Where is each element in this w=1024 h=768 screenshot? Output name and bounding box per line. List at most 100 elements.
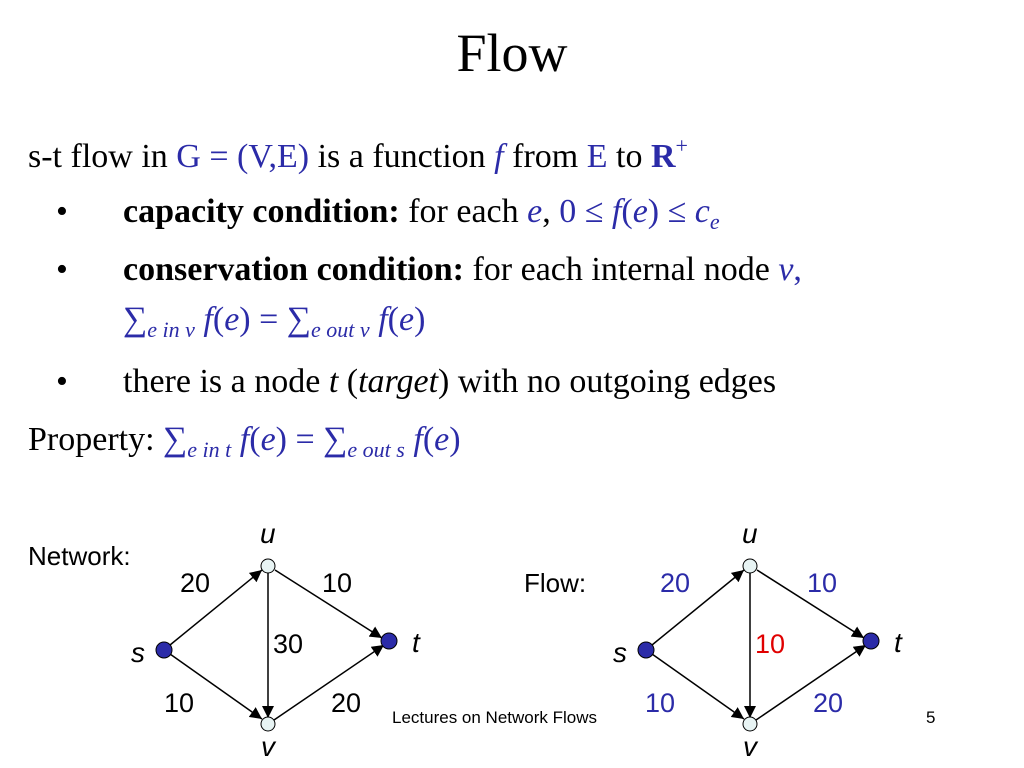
math-text: )	[449, 421, 461, 458]
node-label-v: v	[261, 731, 277, 762]
flow-diagrams: Network: s u v t 20 10 30 10 20 Flow: s …	[28, 518, 903, 762]
node-label-s: s	[613, 637, 627, 668]
bullet-text: there is a node	[123, 363, 329, 400]
edge-s-u	[651, 569, 745, 646]
plus-superscript: +	[675, 133, 688, 158]
node-label-t: t	[412, 627, 421, 658]
flow-s-v: 10	[645, 688, 675, 718]
flow-u-t: 10	[807, 568, 837, 598]
math-var: f	[378, 301, 388, 338]
flow-diagram: Flow: s u v t 20 10 10 10 20	[524, 518, 903, 762]
capacity-s-v: 10	[164, 688, 194, 718]
edge-s-u	[169, 569, 263, 646]
math-text: (	[249, 421, 261, 458]
slide-title: Flow	[456, 23, 568, 83]
node-s	[155, 641, 173, 659]
intro-text: s-t flow in	[28, 138, 177, 175]
flow-u-v: 10	[755, 629, 785, 659]
property-label: Property:	[28, 421, 164, 458]
property-line: Property: ∑e in t f(e) = ∑e out s f(e)	[28, 423, 461, 461]
edge-s-v	[169, 653, 263, 720]
math-text: ) =	[239, 301, 287, 338]
bullet-text: for each internal node	[463, 251, 779, 288]
math-var: e	[632, 193, 648, 230]
edge-s-v	[651, 653, 745, 720]
capacity-s-u: 20	[180, 568, 210, 598]
node-t	[380, 632, 398, 650]
bullet-symbol: •	[56, 251, 68, 288]
sum-symbol: ∑	[286, 301, 312, 338]
flow-s-u: 20	[660, 568, 690, 598]
math-var: f	[203, 301, 213, 338]
math-subscript: e in v	[147, 317, 195, 342]
reals-symbol: R	[650, 138, 676, 175]
math-text: (	[621, 193, 633, 230]
math-subscript: e in t	[187, 437, 232, 462]
node-t	[862, 632, 880, 650]
math-text: ) =	[275, 421, 324, 458]
flow-label: Flow:	[524, 568, 586, 598]
math-text: (	[422, 421, 435, 458]
target-word: target	[358, 363, 439, 400]
bullet-text: ,	[542, 193, 560, 230]
math-var: f	[239, 421, 250, 458]
math-subscript: e	[709, 209, 720, 234]
flow-v-t: 20	[813, 688, 843, 718]
intro-text: is a function	[309, 138, 495, 175]
footer-text: Lectures on Network Flows	[392, 708, 598, 727]
edge-set: E	[586, 138, 608, 175]
capacity-v-t: 20	[331, 688, 361, 718]
bullet-text: ) with no outgoing edges	[438, 363, 777, 400]
math-var: f	[413, 421, 423, 458]
bullet-text: for each	[399, 193, 528, 230]
bullet-symbol: •	[56, 363, 68, 400]
math-var: e	[527, 193, 543, 230]
network-diagram: Network: s u v t 20 10 30 10 20	[28, 518, 421, 762]
bullet-capacity: • capacity condition: for each e, 0 ≤ f(…	[28, 195, 988, 235]
node-label-u: u	[742, 518, 758, 549]
intro-text: to	[607, 138, 651, 175]
math-var: v	[778, 251, 794, 288]
sum-symbol: ∑	[163, 421, 188, 458]
capacity-u-v: 30	[273, 629, 303, 659]
edge-u-t	[756, 569, 865, 639]
capacity-u-t: 10	[322, 568, 352, 598]
math-subscript: e out v	[311, 317, 370, 342]
bullet-target: • there is a node t (target) with no out…	[28, 365, 1008, 405]
bullet-text: ,	[793, 251, 802, 288]
node-v	[742, 716, 758, 732]
node-label-t: t	[894, 627, 903, 658]
math-subscript: e out s	[347, 437, 405, 462]
node-v	[260, 716, 276, 732]
math-var: e	[398, 301, 415, 338]
page-number: 5	[926, 708, 936, 727]
math-var: e	[434, 421, 450, 458]
node-u	[742, 558, 758, 574]
node-s	[637, 641, 655, 659]
edge-v-t	[273, 644, 385, 721]
function-f: f	[494, 138, 504, 175]
bullet-conservation: • conservation condition: for each inter…	[28, 253, 1018, 343]
edge-v-t	[755, 644, 867, 721]
edge-u-t	[274, 569, 383, 639]
intro-text: from	[503, 138, 587, 175]
math-var: e	[260, 421, 276, 458]
sum-symbol: ∑	[323, 421, 348, 458]
bullet-text: (	[338, 363, 359, 400]
graph-notation: G = (V,E)	[176, 138, 310, 175]
math-var: e	[224, 301, 240, 338]
node-label-v: v	[743, 731, 759, 762]
node-label-u: u	[260, 518, 276, 549]
bullet-heading: conservation condition:	[123, 251, 464, 288]
math-text: (	[387, 301, 399, 338]
math-text: 0 ≤	[559, 193, 612, 230]
sum-symbol: ∑	[123, 301, 148, 338]
math-var: c	[694, 193, 710, 230]
node-u	[260, 558, 276, 574]
math-text: )	[414, 301, 426, 338]
math-var: t	[328, 363, 339, 400]
network-label: Network:	[28, 541, 131, 571]
math-var: f	[611, 193, 622, 230]
node-label-s: s	[131, 637, 145, 668]
bullet-symbol: •	[56, 193, 68, 230]
